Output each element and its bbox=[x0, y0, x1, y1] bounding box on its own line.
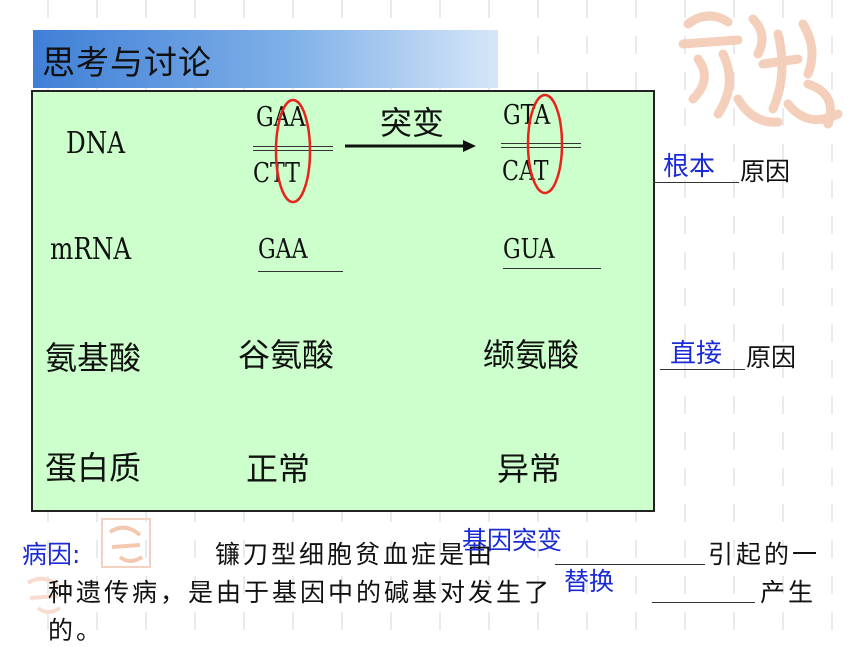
mutant-mrna: GUA bbox=[503, 234, 555, 265]
mutant-protein: 异常 bbox=[497, 450, 562, 488]
row-label-mrna: mRNA bbox=[50, 232, 132, 267]
cause-text-line1-a: 镰刀型细胞贫血症是由 bbox=[215, 540, 496, 569]
cause-blank-1 bbox=[555, 564, 705, 565]
cause-text-line2-b: 产生 bbox=[760, 578, 817, 607]
root-cause-answer: 根本 bbox=[663, 152, 716, 182]
cause-blank-2 bbox=[652, 602, 755, 603]
cause-text-line2-a: 种遗传病，是由于基因中的碱基对发生了 bbox=[48, 578, 553, 607]
root-cause-blank bbox=[653, 182, 739, 183]
highlight-ellipse-normal bbox=[274, 98, 312, 204]
root-cause-suffix: 原因 bbox=[740, 157, 791, 186]
normal-mrna-underline bbox=[258, 271, 343, 272]
mutant-mrna-underline bbox=[503, 268, 601, 269]
decorative-stamp-faint bbox=[26, 576, 62, 614]
mutant-amino-acid: 缬氨酸 bbox=[483, 336, 580, 374]
cause-answer-2: 替换 bbox=[564, 567, 615, 596]
cause-text-line3: 的。 bbox=[48, 616, 105, 645]
mutant-dna-pair-lines bbox=[501, 143, 581, 148]
normal-protein: 正常 bbox=[246, 450, 311, 488]
mutant-dna-top-strand: GTA bbox=[503, 100, 551, 131]
cause-answer-1: 基因突变 bbox=[462, 526, 563, 555]
comparison-table bbox=[31, 90, 655, 512]
direct-cause-suffix: 原因 bbox=[746, 343, 797, 372]
row-label-protein: 蛋白质 bbox=[45, 449, 142, 487]
cause-label: 病因: bbox=[22, 540, 81, 569]
row-label-dna: DNA bbox=[66, 126, 126, 161]
direct-cause-answer: 直接 bbox=[670, 339, 723, 369]
mutant-dna-bottom-strand: CAT bbox=[502, 156, 549, 187]
decorative-stamp-small bbox=[101, 518, 151, 568]
normal-dna-pair-lines bbox=[253, 146, 333, 151]
cause-text-line1-b: 引起的一 bbox=[708, 540, 821, 569]
highlight-ellipse-mutant bbox=[526, 93, 564, 195]
normal-amino-acid: 谷氨酸 bbox=[238, 336, 335, 374]
direct-cause-blank bbox=[660, 369, 745, 370]
mutation-label: 突变 bbox=[380, 104, 445, 142]
normal-mrna: GAA bbox=[258, 234, 308, 265]
mutation-arrow-icon bbox=[345, 140, 476, 152]
row-label-amino-acid: 氨基酸 bbox=[45, 339, 142, 377]
page-title: 思考与讨论 bbox=[42, 43, 212, 82]
decorative-seal-logo bbox=[678, 11, 843, 129]
title-bar bbox=[33, 30, 498, 88]
